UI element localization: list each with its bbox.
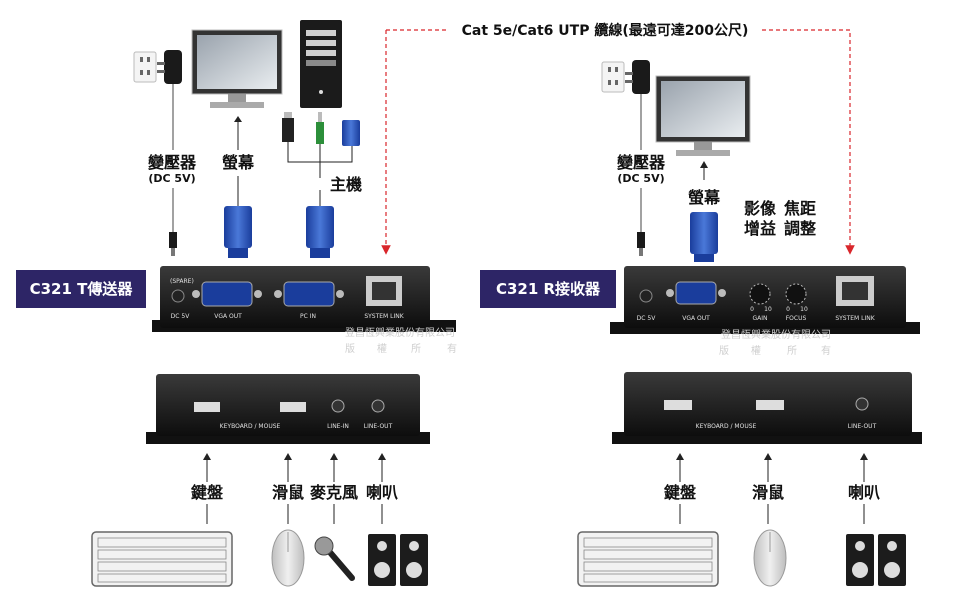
- knob-scale: 10: [800, 306, 808, 313]
- speaker-icon: [368, 534, 428, 586]
- port-label: LINE-OUT: [848, 423, 877, 430]
- receiver-front-panel: 0 10 0 10 DC 5V VGA OUT GAIN FOCUS SYSTE…: [610, 266, 920, 334]
- receiver-title: C321 R接收器: [496, 280, 601, 298]
- monitor-label: 螢幕: [688, 188, 721, 207]
- wall-outlet-icon: [601, 61, 625, 93]
- power-adapter-icon: [157, 50, 182, 150]
- watermark: 有: [447, 342, 457, 355]
- monitor-label: 螢幕: [222, 153, 255, 172]
- dc-plug-icon: [169, 232, 177, 256]
- port-label: SYSTEM LINK: [364, 313, 404, 320]
- keyboard-label: 鍵盤: [664, 483, 697, 502]
- spare-label: (SPARE): [170, 278, 194, 285]
- watermark: 有: [821, 344, 831, 357]
- transmitter-front-panel: (SPARE) DC 5V VGA OUT PC IN SYSTEM LINK: [152, 266, 456, 332]
- mouse-label: 滑鼠: [272, 483, 304, 502]
- port-label: KEYBOARD / MOUSE: [220, 423, 281, 430]
- knob-scale: 0: [786, 306, 790, 313]
- port-label: KEYBOARD / MOUSE: [696, 423, 757, 430]
- audio-plug-icon: [316, 112, 324, 144]
- focus-label: 焦距: [783, 199, 816, 218]
- knob-scale: 0: [750, 306, 754, 313]
- port-label: LINE-OUT: [364, 423, 393, 430]
- monitor-icon: [655, 75, 751, 156]
- transmitter-title-bar: C321 T傳送器: [16, 270, 146, 308]
- microphone-icon: [314, 536, 355, 581]
- pc-tower-icon: [300, 20, 342, 108]
- watermark: 權: [751, 344, 761, 357]
- port-label: DC 5V: [637, 315, 657, 322]
- monitor-icon: [191, 29, 283, 108]
- receiver-side: 變壓器 (DC 5V) 螢幕 影像 增益 焦距 調整 C321 R接收器: [480, 60, 922, 587]
- mouse-icon: [271, 529, 305, 587]
- vga-connector-icon: [690, 212, 718, 262]
- watermark: 版: [719, 344, 729, 357]
- transmitter-title: C321 T傳送器: [30, 280, 134, 298]
- vga-connector-icon: [224, 206, 252, 258]
- dc-plug-icon: [637, 232, 645, 256]
- speaker-icon: [846, 534, 906, 586]
- host-label: 主機: [330, 175, 362, 194]
- port-label: VGA OUT: [214, 313, 242, 320]
- receiver-peripheral-arrows: [676, 453, 868, 524]
- microphone-label: 麥克風: [309, 483, 358, 502]
- port-label: PC IN: [300, 313, 316, 320]
- mouse-label: 滑鼠: [752, 483, 784, 502]
- transmitter-side: 變壓器 (DC 5V) 螢幕: [16, 20, 457, 587]
- port-label: FOCUS: [786, 315, 807, 322]
- adapter-label: 變壓器: [148, 153, 197, 172]
- transmitter-peripheral-arrows: [203, 453, 386, 524]
- watermark: 權: [377, 342, 387, 355]
- watermark: 登昌恆興業股份有限公司: [721, 328, 831, 341]
- keyboard-icon: [91, 531, 233, 587]
- knob-scale: 10: [764, 306, 772, 313]
- power-adapter-icon: [625, 60, 650, 150]
- wall-outlet-icon: [133, 51, 157, 83]
- usb-plug-icon: [282, 112, 294, 142]
- speaker-label: 喇叭: [848, 483, 880, 502]
- watermark: 所: [787, 345, 797, 357]
- mouse-icon: [753, 529, 787, 587]
- watermark: 登昌恆興業股份有限公司: [345, 326, 455, 339]
- keyboard-label: 鍵盤: [191, 483, 224, 502]
- adapter-sub-label: (DC 5V): [617, 172, 664, 185]
- port-label: DC 5V: [171, 313, 191, 320]
- watermark: 版: [345, 342, 355, 355]
- adapter-label: 變壓器: [617, 153, 666, 172]
- port-label: VGA OUT: [682, 315, 710, 322]
- utp-cable: Cat 5e/Cat6 UTP 纜線(最遠可達200公尺): [381, 22, 855, 255]
- gain-label: 增益: [744, 219, 776, 238]
- watermark: 所: [411, 343, 421, 355]
- port-label: SYSTEM LINK: [835, 315, 875, 322]
- keyboard-icon: [577, 531, 719, 587]
- vga-plug-icon: [342, 120, 360, 146]
- transmitter-rear-panel: KEYBOARD / MOUSE LINE-IN LINE-OUT: [146, 374, 430, 444]
- port-label: GAIN: [752, 315, 767, 322]
- gain-label: 影像: [744, 199, 777, 218]
- receiver-title-bar: C321 R接收器: [480, 270, 616, 308]
- adapter-sub-label: (DC 5V): [148, 172, 195, 185]
- vga-connector-icon: [306, 206, 334, 258]
- focus-label: 調整: [784, 219, 816, 238]
- port-label: LINE-IN: [327, 423, 349, 430]
- receiver-rear-panel: KEYBOARD / MOUSE LINE-OUT: [612, 372, 922, 444]
- cable-title: Cat 5e/Cat6 UTP 纜線(最遠可達200公尺): [462, 22, 749, 39]
- speaker-label: 喇叭: [366, 483, 398, 502]
